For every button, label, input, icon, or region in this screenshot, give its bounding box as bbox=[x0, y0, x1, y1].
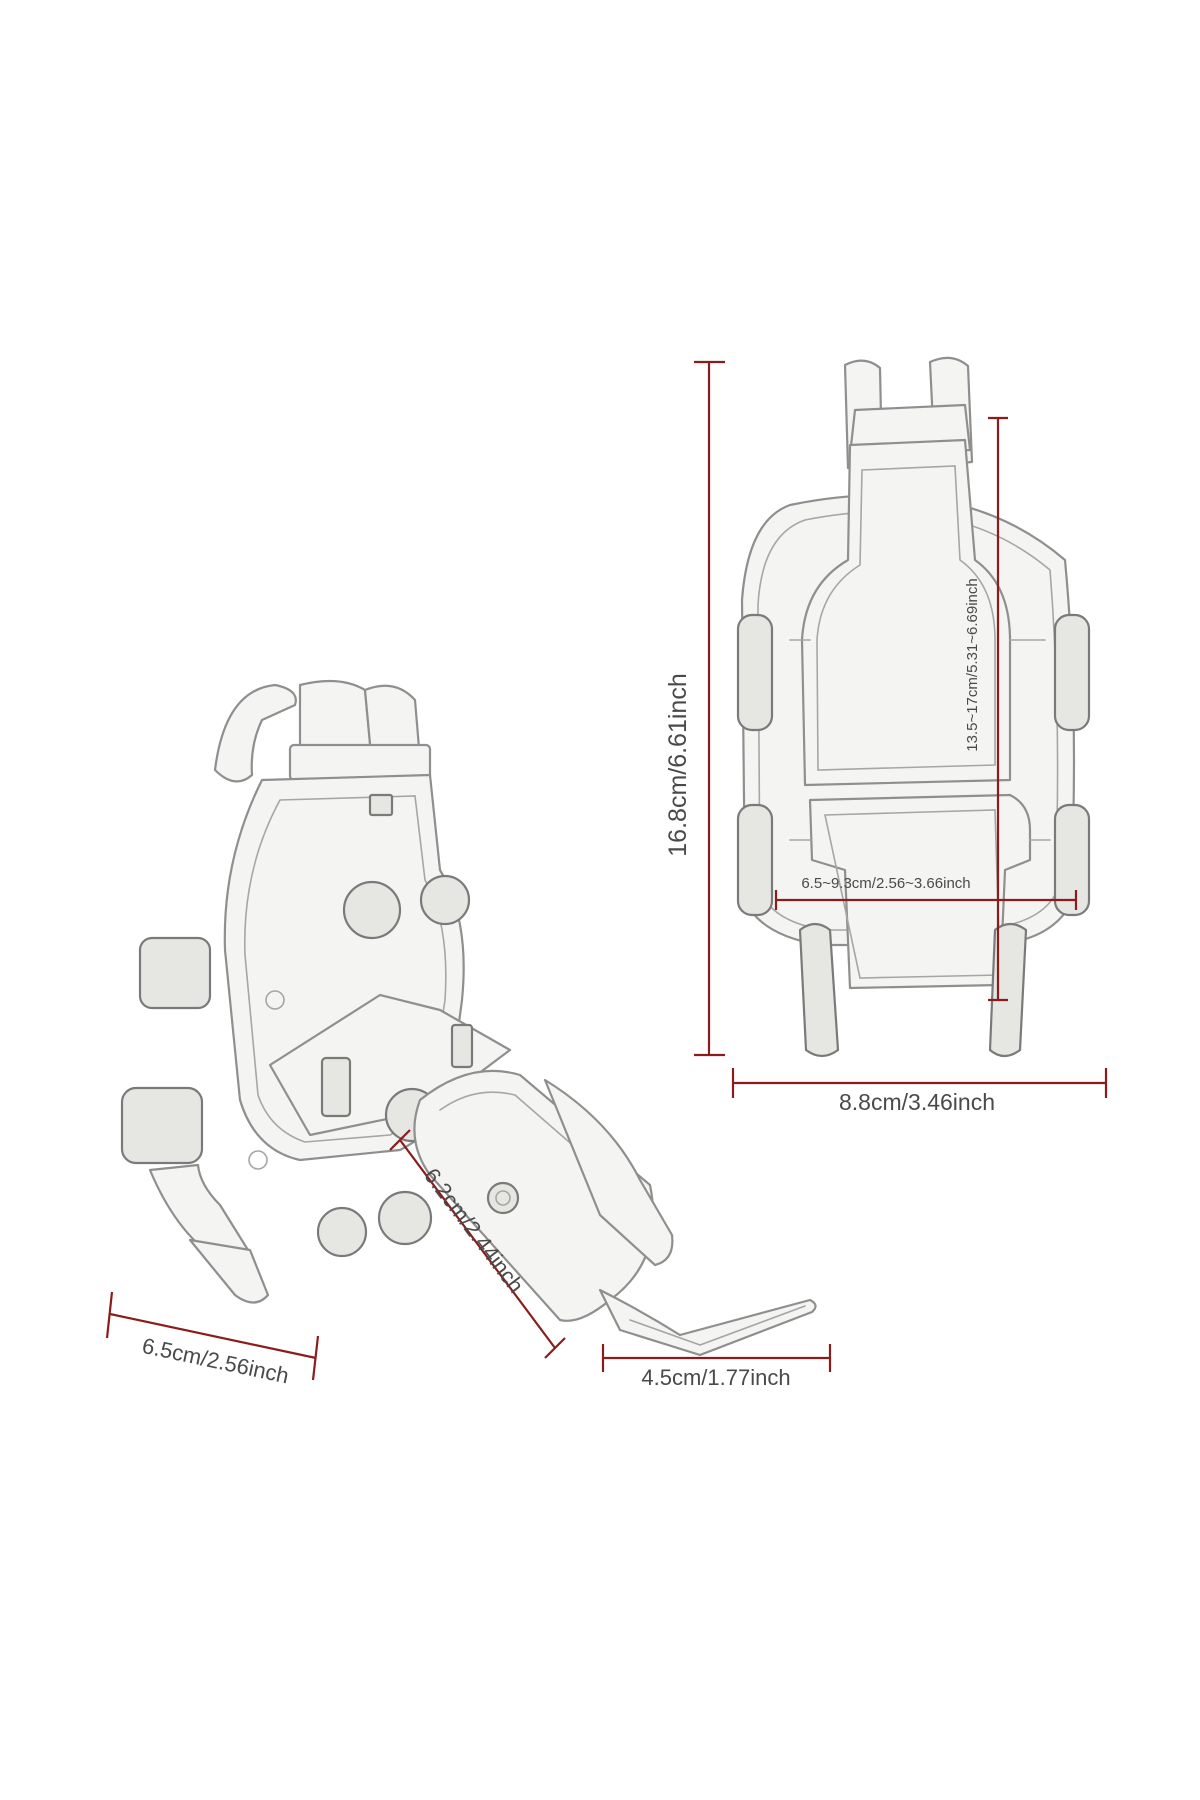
front-view-holder-sketch bbox=[736, 356, 1091, 1058]
dimension-lines bbox=[105, 360, 1108, 1381]
front-height-label: 16.8cm/6.61inch bbox=[664, 673, 692, 856]
side-width-label: 6.5cm/2.56inch bbox=[140, 1333, 291, 1388]
side-view-holder-sketch bbox=[120, 679, 817, 1357]
base-length-label: 4.5cm/1.77inch bbox=[641, 1365, 790, 1390]
front-width-label: 8.8cm/3.46inch bbox=[839, 1089, 995, 1115]
arm-length-line bbox=[399, 1139, 556, 1349]
clamp-length-label: 13.5~17cm/5.31~6.69inch bbox=[964, 578, 981, 751]
side-width-line bbox=[109, 1312, 317, 1360]
clamp-width-label: 6.5~9.3cm/2.56~3.66inch bbox=[801, 875, 970, 892]
